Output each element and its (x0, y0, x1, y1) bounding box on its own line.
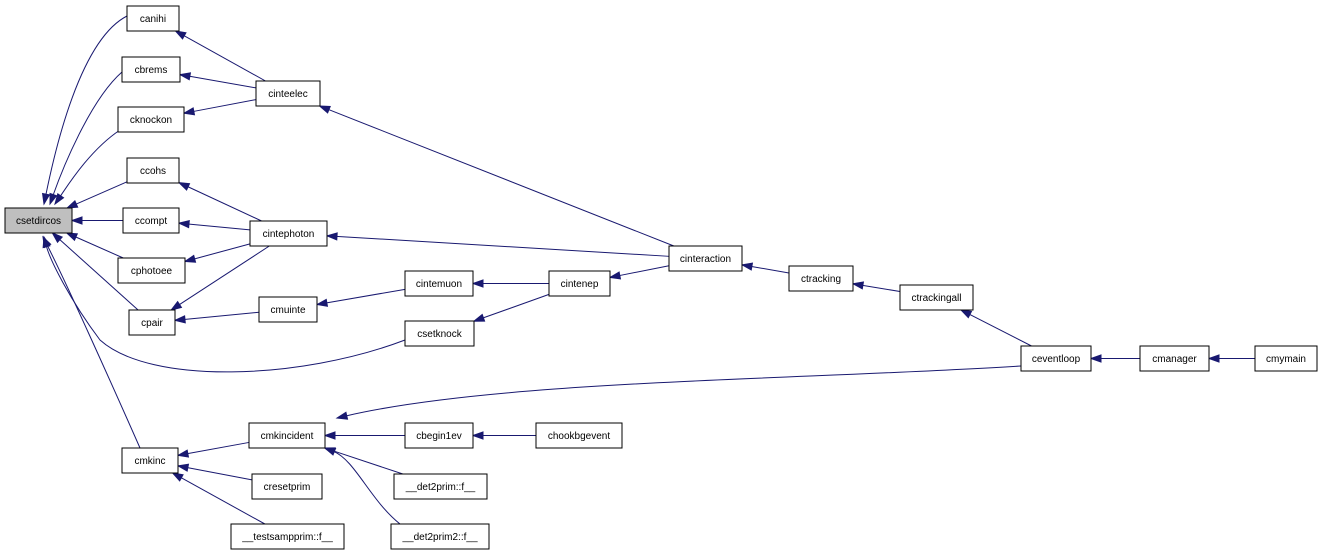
edge-cinteraction-to-cintephoton (325, 232, 670, 257)
node-cmymain[interactable]: cmymain (1254, 345, 1318, 372)
edge-ccohs-to-csetdircos (65, 181, 128, 209)
node-cphotoee[interactable]: cphotoee (117, 257, 186, 284)
node-testsampprim[interactable]: __testsampprim::f__ (230, 523, 345, 550)
edge-cphotoee-to-csetdircos (65, 232, 124, 259)
edge-cinteelec-to-cbrems (178, 72, 257, 89)
edge-cintephoton-to-cpair (169, 245, 270, 311)
node-label: cmuinte (270, 305, 305, 316)
edge-cbrems-to-csetdircos (49, 71, 123, 206)
node-cmkincident[interactable]: cmkincident (248, 422, 326, 449)
node-label: cknockon (130, 115, 172, 126)
edge-cintephoton-to-ccompt (177, 219, 251, 231)
edge-cmanager-to-ceventloop (1089, 354, 1140, 363)
edge-cintephoton-to-ccohs (177, 181, 262, 222)
edge-chookbgevent-to-cbegin1ev (471, 431, 536, 440)
node-cmanager[interactable]: cmanager (1139, 345, 1210, 372)
node-label: cintenep (561, 279, 599, 290)
node-cinteraction[interactable]: cinteraction (668, 245, 743, 272)
node-ctracking[interactable]: ctracking (788, 265, 854, 292)
edge-cintenep-to-cintemuon (471, 279, 549, 288)
edge-testsampprim-to-cmkinc (171, 472, 266, 525)
node-label: canihi (140, 14, 166, 25)
node-ceventloop[interactable]: ceventloop (1020, 345, 1092, 372)
edge-cmuinte-to-cpair (173, 311, 260, 324)
edge-cknockon-to-csetdircos (54, 129, 121, 206)
node-cbrems[interactable]: cbrems (121, 56, 181, 83)
edge-cinteelec-to-canihi (174, 30, 266, 82)
node-label: cmymain (1266, 354, 1306, 365)
edge-cresetprim-to-cmkinc (176, 463, 253, 481)
edge-cintenep-to-csetknock (472, 293, 550, 322)
node-label: ceventloop (1032, 354, 1081, 365)
edge-cinteraction-to-cinteelec (318, 105, 675, 247)
node-ccohs[interactable]: ccohs (126, 157, 180, 184)
node-cinteelec[interactable]: cinteelec (255, 80, 321, 107)
node-label: cmkincident (261, 431, 314, 442)
node-cintephoton[interactable]: cintephoton (249, 220, 328, 247)
node-cpair[interactable]: cpair (128, 309, 176, 336)
node-csetdircos[interactable]: csetdircos (4, 207, 73, 234)
node-det2prim2[interactable]: __det2prim2::f__ (390, 523, 490, 550)
edge-cinteraction-to-cintenep (608, 265, 670, 280)
node-label: cresetprim (264, 482, 311, 493)
node-label: ccohs (140, 166, 166, 177)
edge-det2prim-to-cmkincident (323, 447, 404, 475)
node-cintemuon[interactable]: cintemuon (404, 270, 474, 297)
node-label: chookbgevent (548, 431, 610, 442)
node-cbegin1ev[interactable]: cbegin1ev (404, 422, 474, 449)
node-det2prim[interactable]: __det2prim::f__ (393, 473, 488, 500)
node-label: __testsampprim::f__ (241, 532, 333, 543)
edge-ccompt-to-csetdircos (70, 216, 123, 225)
node-label: cintemuon (416, 279, 462, 290)
node-label: ccompt (135, 216, 167, 227)
edge-cintephoton-to-cphotoee (183, 243, 251, 263)
node-csetknock[interactable]: csetknock (404, 320, 475, 347)
node-label: ctracking (801, 274, 841, 285)
node-label: __det2prim2::f__ (401, 532, 477, 543)
node-label: csetdircos (16, 216, 61, 227)
edge-layer (41, 15, 1255, 525)
edge-ctrackingall-to-ctracking (851, 281, 901, 292)
edge-ceventloop-to-ctrackingall (959, 309, 1032, 347)
node-label: cmkinc (134, 456, 165, 467)
node-cmuinte[interactable]: cmuinte (258, 296, 318, 323)
node-label: cphotoee (131, 266, 173, 277)
edge-det2prim2-to-cmkincident (323, 447, 401, 525)
node-label: cbegin1ev (416, 431, 462, 442)
node-label: cinteraction (680, 254, 731, 265)
node-label: cpair (141, 318, 163, 329)
node-label: cmanager (1152, 354, 1197, 365)
node-ccompt[interactable]: ccompt (122, 207, 180, 234)
node-label: cintephoton (263, 229, 315, 240)
edge-ctracking-to-cinteraction (740, 262, 790, 274)
node-canihi[interactable]: canihi (126, 5, 180, 32)
edge-cmkinc-to-csetdircos (42, 235, 141, 449)
edge-cinteelec-to-cknockon (182, 99, 257, 116)
edge-cintemuon-to-cmuinte (315, 288, 406, 307)
edge-ceventloop-to-cmkincident (335, 365, 1022, 420)
node-label: ctrackingall (911, 293, 961, 304)
edge-cmymain-to-cmanager (1207, 354, 1255, 363)
node-cmkinc[interactable]: cmkinc (121, 447, 179, 474)
edge-cmkincident-to-cmkinc (176, 441, 250, 458)
edge-cpair-to-csetdircos (51, 231, 139, 311)
edge-canihi-to-csetdircos (41, 15, 128, 206)
node-cintenep[interactable]: cintenep (548, 270, 611, 297)
node-label: cinteelec (268, 89, 307, 100)
node-label: cbrems (135, 65, 168, 76)
edge-cbegin1ev-to-cmkincident (323, 431, 405, 440)
node-label: csetknock (417, 329, 462, 340)
node-label: __det2prim::f__ (405, 482, 476, 493)
node-ctrackingall[interactable]: ctrackingall (899, 284, 974, 311)
node-chookbgevent[interactable]: chookbgevent (535, 422, 623, 449)
node-cresetprim[interactable]: cresetprim (251, 473, 323, 500)
node-cknockon[interactable]: cknockon (117, 106, 185, 133)
node-layer: csetdircos canihi cbrems cknockon ccohs ccomp… (4, 5, 1318, 550)
